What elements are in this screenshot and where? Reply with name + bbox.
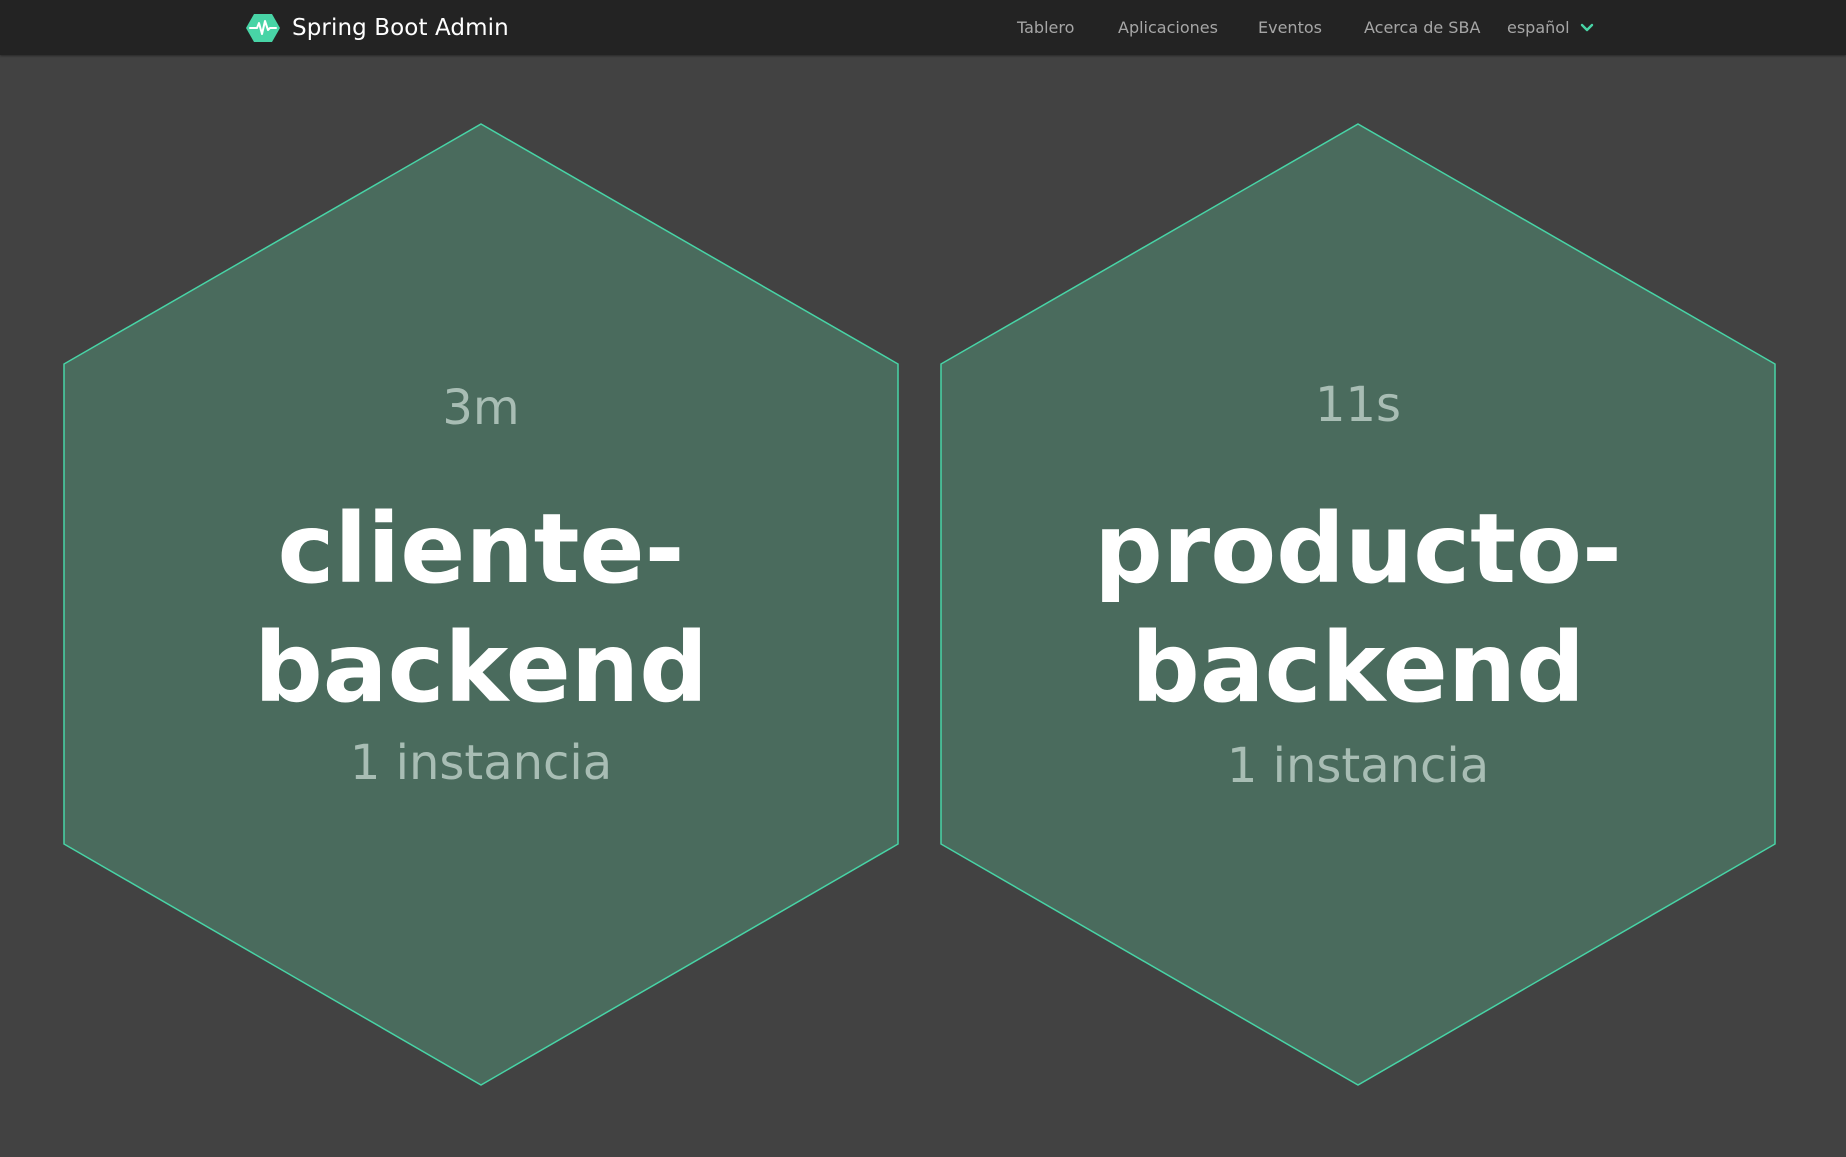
app-hexagon-producto-backend[interactable] xyxy=(940,123,1776,1086)
chevron-down-icon xyxy=(1580,23,1593,31)
nav-item-eventos[interactable]: Eventos xyxy=(1258,18,1322,37)
app-name-line1: producto- xyxy=(1094,493,1622,605)
nav-item-tablero[interactable]: Tablero xyxy=(1017,18,1075,37)
language-selected-label: español xyxy=(1507,18,1570,37)
top-navbar: Spring Boot Admin Tablero Aplicaciones E… xyxy=(0,0,1846,55)
brand-title: Spring Boot Admin xyxy=(292,14,509,41)
app-name-line2: backend xyxy=(1131,612,1585,724)
app-name-line2: backend xyxy=(254,612,708,724)
applications-grid: 3m cliente- backend 1 instancia 11s prod… xyxy=(0,55,1846,1157)
heartbeat-hexagon-icon xyxy=(246,13,280,42)
nav-item-aplicaciones[interactable]: Aplicaciones xyxy=(1118,18,1218,37)
app-uptime: 3m xyxy=(442,380,520,436)
language-select[interactable]: español xyxy=(1507,0,1594,55)
app-instance-count: 1 instancia xyxy=(1226,738,1490,794)
brand[interactable]: Spring Boot Admin xyxy=(246,0,509,55)
app-hexagon-cliente-backend[interactable] xyxy=(63,123,899,1086)
app-name-line1: cliente- xyxy=(277,493,685,605)
app-uptime: 11s xyxy=(1314,377,1402,433)
app-instance-count: 1 instancia xyxy=(349,735,613,791)
nav-item-acerca-de-sba[interactable]: Acerca de SBA xyxy=(1364,18,1481,37)
hexagon-grid-svg xyxy=(63,123,1776,1086)
